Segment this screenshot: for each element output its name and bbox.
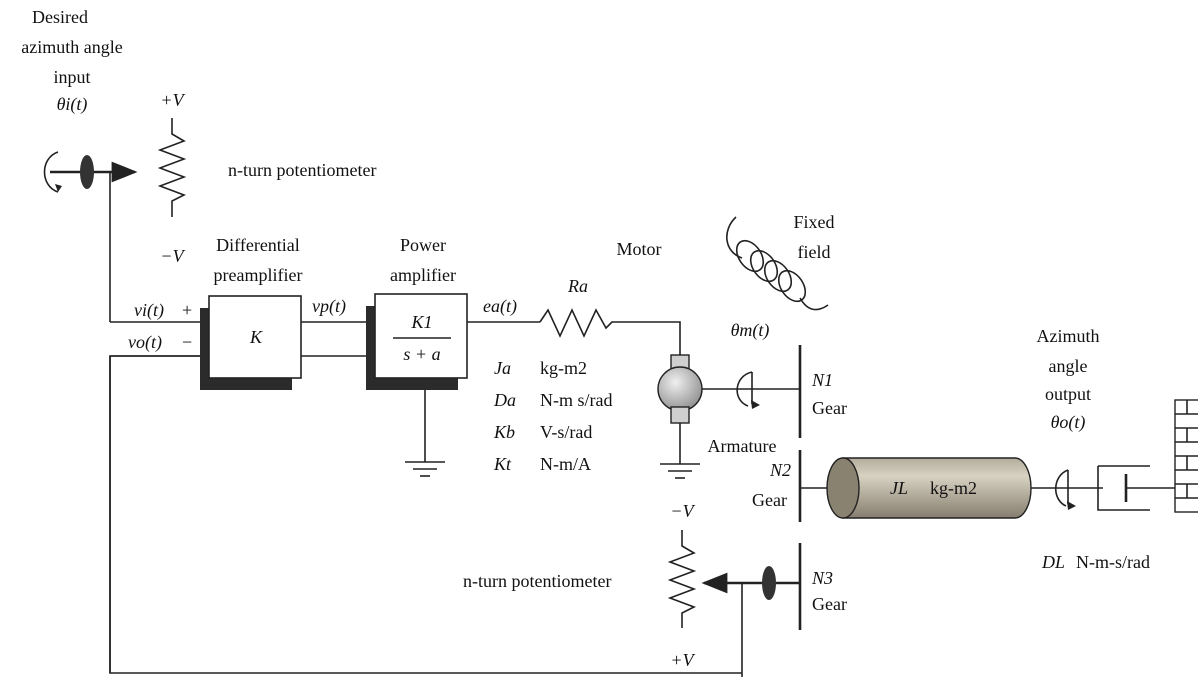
- n2-gear-label: Gear: [752, 490, 787, 510]
- armature-label: Armature: [708, 436, 777, 456]
- theta-m-rotation-icon: [736, 371, 760, 409]
- feedback-shaft-knob: [701, 566, 800, 600]
- preamp-title-line-1: Differential: [216, 235, 300, 255]
- power-amp-title-line-1: Power: [400, 235, 446, 255]
- theta-o-rotation-icon: [1054, 469, 1076, 510]
- dl-unit: N-m-s/rad: [1076, 552, 1150, 572]
- n1-gear-label: Gear: [812, 398, 847, 418]
- ea-label: ea(t): [483, 296, 517, 317]
- fixed-field-line-2: field: [798, 242, 831, 262]
- bottom-pot-minus-v: −V: [670, 501, 695, 521]
- fixed-field-line-1: Fixed: [793, 212, 834, 232]
- top-pot-label: n-turn potentiometer: [228, 160, 376, 180]
- svg-text:Kb: Kb: [493, 422, 515, 442]
- input-description-line-2: azimuth angle: [21, 37, 122, 57]
- output-line-1: Azimuth: [1037, 326, 1100, 346]
- n1-label: N1: [811, 370, 833, 390]
- bottom-pot-plus-v: +V: [670, 650, 695, 670]
- svg-text:Ja: Ja: [494, 358, 511, 378]
- svg-text:Kt: Kt: [493, 454, 512, 474]
- top-pot-minus-v: −V: [160, 246, 185, 266]
- power-amp-title-line-2: amplifier: [390, 265, 456, 285]
- theta-m-label: θm(t): [731, 320, 770, 341]
- input-description-line-3: input: [53, 67, 90, 87]
- n2-label: N2: [769, 460, 791, 480]
- jl-label: JL: [890, 478, 908, 498]
- preamp-block: [200, 295, 302, 390]
- power-amp-ground-symbol: [405, 461, 445, 477]
- preamp-title-line-2: preamplifier: [214, 265, 303, 285]
- fixed-wall-icon: [1174, 399, 1198, 513]
- input-shaft-knob: [43, 151, 138, 193]
- preamp-gain: K: [249, 327, 263, 347]
- feedback-wire: [109, 355, 742, 674]
- preamp-minus-sign: −: [182, 332, 192, 352]
- svg-text:N-m s/rad: N-m s/rad: [540, 390, 612, 410]
- vo-label: vo(t): [128, 332, 162, 353]
- motor-title: Motor: [617, 239, 662, 259]
- dl-label: DL: [1041, 552, 1065, 572]
- motor-ground-symbol: [660, 463, 700, 479]
- svg-text:N-m/A: N-m/A: [540, 454, 591, 474]
- bottom-pot-resistor: [667, 530, 697, 628]
- n3-label: N3: [811, 568, 833, 588]
- svg-text:V-s/rad: V-s/rad: [540, 422, 592, 442]
- armature-resistor: [539, 308, 681, 355]
- theta-o-label: θo(t): [1051, 412, 1086, 433]
- bottom-pot-label: n-turn potentiometer: [463, 571, 611, 591]
- n3-gear-label: Gear: [812, 594, 847, 614]
- power-amp-denominator: s + a: [403, 344, 440, 364]
- load-inertia-cylinder: [826, 457, 1032, 519]
- jl-unit: kg-m2: [930, 478, 977, 498]
- top-pot-resistor: [157, 118, 187, 217]
- fixed-field-coil-icon: [726, 216, 829, 311]
- power-amp-block: [366, 293, 468, 390]
- svg-text:kg-m2: kg-m2: [540, 358, 587, 378]
- ra-label: Ra: [567, 276, 588, 296]
- svg-text:Da: Da: [493, 390, 516, 410]
- output-line-3: output: [1045, 384, 1091, 404]
- top-pot-plus-v: +V: [160, 90, 185, 110]
- preamp-plus-sign: +: [182, 300, 192, 320]
- vi-label: vi(t): [134, 300, 164, 321]
- output-line-2: angle: [1049, 356, 1088, 376]
- motor-parameters: Ja kg-m2 Da N-m s/rad Kb V-s/rad Kt N-m/…: [493, 358, 612, 474]
- damper-dashpot: [1097, 465, 1175, 511]
- input-description-line-1: Desired: [32, 7, 88, 27]
- motor-body: [657, 354, 703, 424]
- theta-i-label: θi(t): [57, 94, 88, 115]
- vp-label: vp(t): [312, 296, 346, 317]
- power-amp-numerator: K1: [410, 312, 432, 332]
